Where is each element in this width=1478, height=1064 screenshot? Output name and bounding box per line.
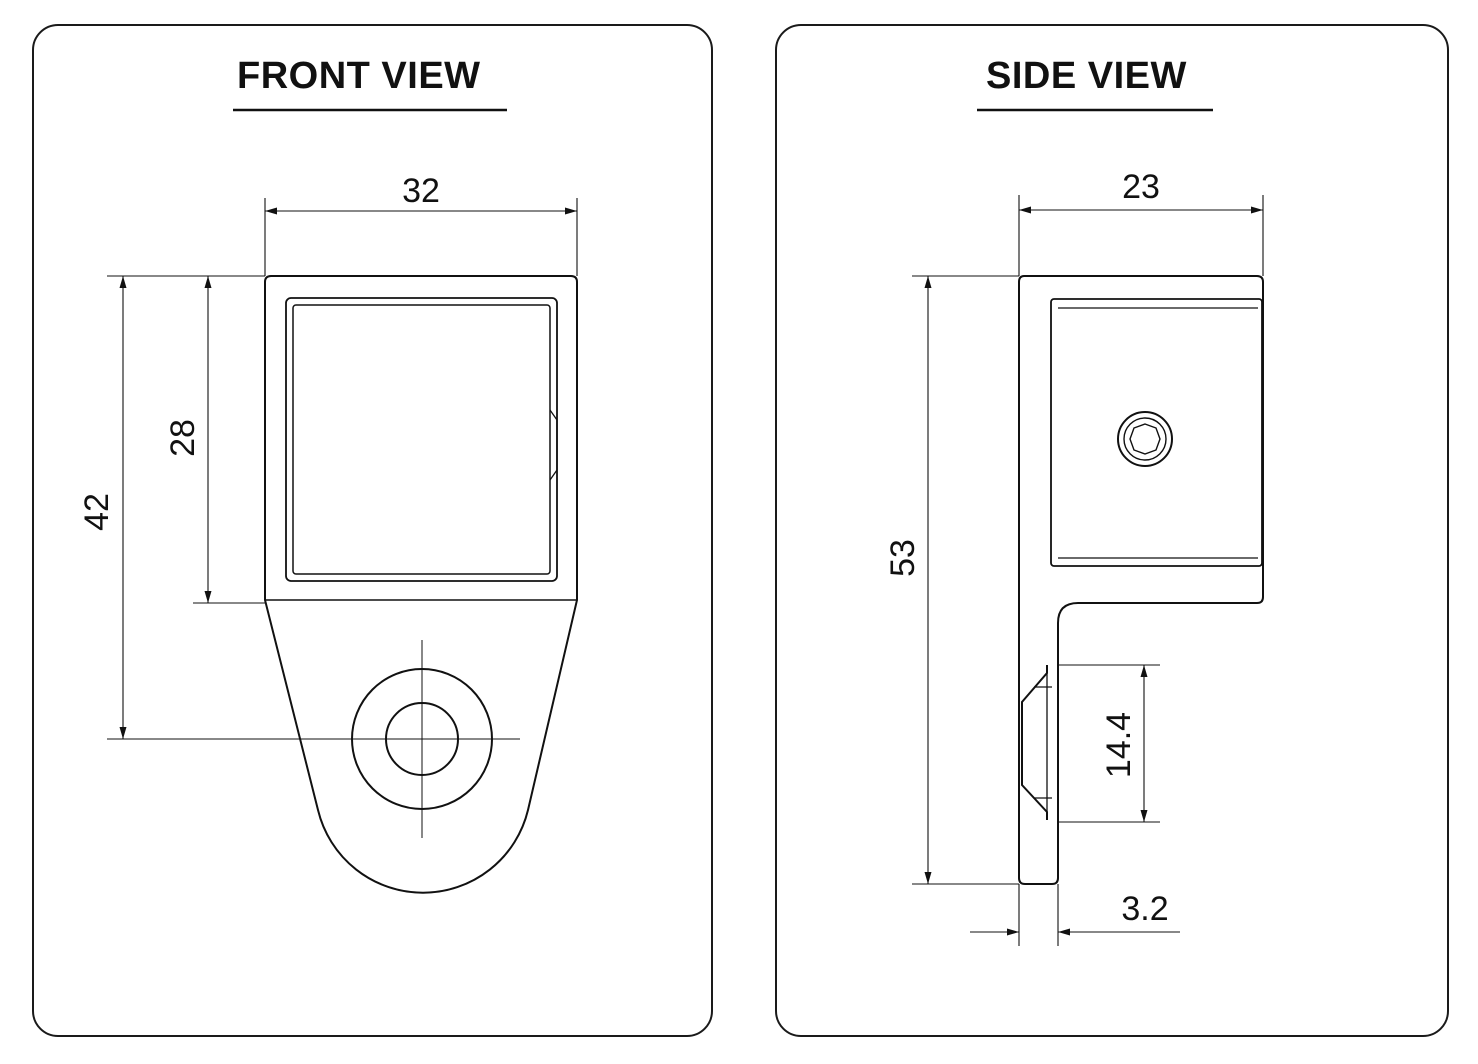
side-view-part — [1018, 275, 1264, 885]
side-tube-socket — [1050, 298, 1263, 567]
front-hole-height-label: 42 — [78, 493, 116, 531]
side-set-screw-outer — [1117, 411, 1173, 467]
front-set-screw-mark — [549, 409, 558, 481]
front-view-title: FRONT VIEW — [237, 55, 481, 97]
front-tube-socket-inner — [292, 304, 551, 575]
front-width-label: 32 — [402, 172, 440, 210]
front-view-part — [264, 275, 578, 894]
side-depth-label: 23 — [1122, 168, 1160, 206]
front-inner-height-label: 28 — [164, 419, 202, 457]
side-view-title: SIDE VIEW — [986, 55, 1187, 97]
side-counterbore-label: 14.4 — [1100, 712, 1138, 778]
side-outer-profile — [1018, 275, 1264, 885]
front-dimensions — [107, 198, 578, 740]
front-tube-socket-outer — [285, 297, 558, 582]
side-counterbore-profile — [1021, 665, 1048, 820]
side-set-screw-hex-socket-icon — [1129, 423, 1161, 455]
front-view-panel — [32, 24, 713, 1037]
side-set-screw-inner — [1123, 417, 1167, 461]
front-outer-body — [264, 275, 578, 894]
side-view-panel — [775, 24, 1449, 1037]
side-dimensions — [912, 195, 1264, 946]
side-thickness-label: 3.2 — [1121, 890, 1168, 928]
side-total-height-label: 53 — [884, 539, 922, 577]
